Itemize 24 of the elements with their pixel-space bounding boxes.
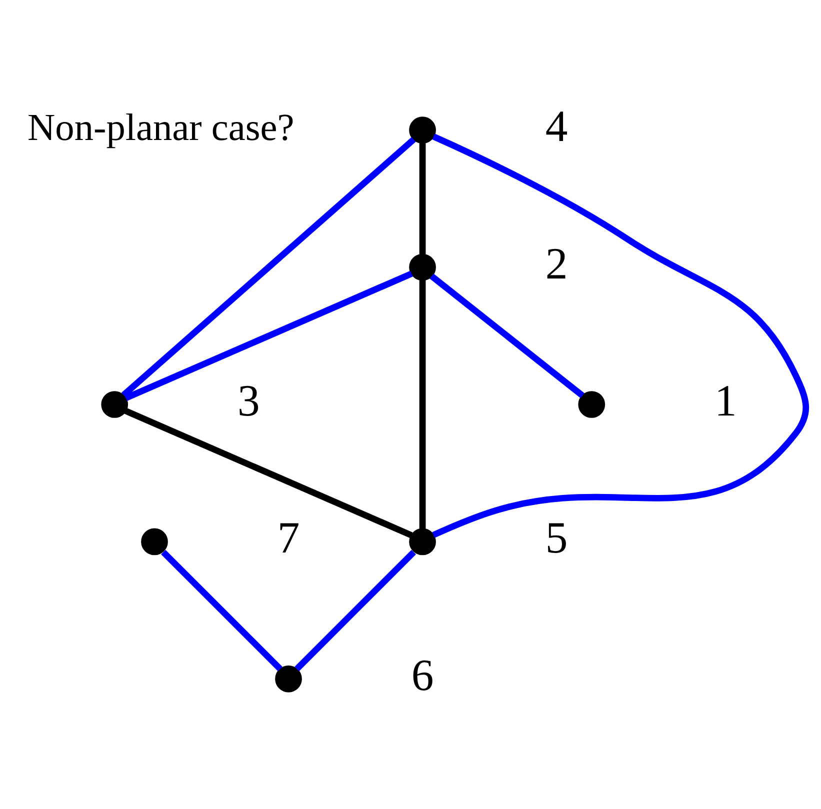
node-label: 1 xyxy=(714,376,737,426)
connector xyxy=(419,280,426,529)
node-circle xyxy=(409,116,436,144)
node-label: 6 xyxy=(411,650,434,700)
label: Non-planar case? xyxy=(28,106,294,149)
connector xyxy=(294,550,416,672)
node-circle xyxy=(275,665,302,692)
node-label: 4 xyxy=(545,101,568,152)
node-label: 3 xyxy=(237,376,260,426)
node-circle xyxy=(141,528,168,556)
node-circle xyxy=(409,254,436,281)
connector xyxy=(432,134,809,538)
node-circle xyxy=(578,391,606,418)
node-label: 7 xyxy=(277,512,300,563)
node-circle xyxy=(409,528,436,556)
connector xyxy=(161,550,282,672)
connector xyxy=(430,274,584,398)
connector xyxy=(124,408,413,538)
connector xyxy=(419,143,426,254)
connector xyxy=(124,270,413,401)
node-label: 5 xyxy=(545,512,568,563)
connector xyxy=(121,137,416,398)
node-circle xyxy=(101,391,128,418)
node-label: 2 xyxy=(545,238,568,288)
